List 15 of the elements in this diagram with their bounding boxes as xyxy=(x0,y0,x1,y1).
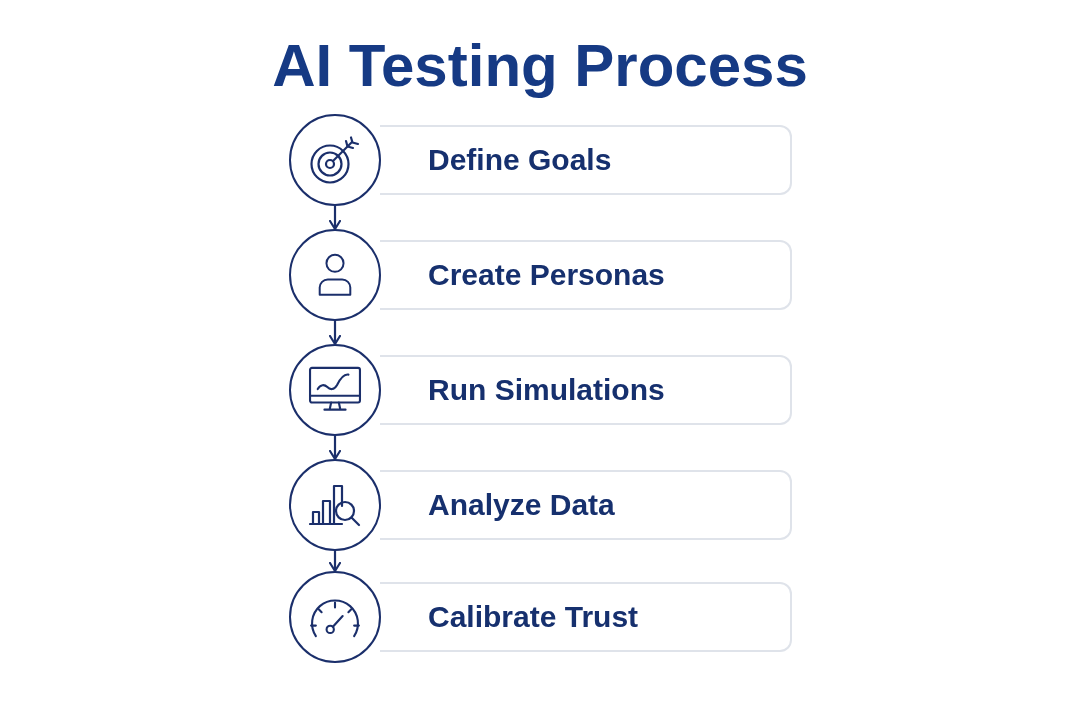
step-card xyxy=(380,470,792,540)
step-label: Define Goals xyxy=(428,142,612,178)
arrow xyxy=(328,436,342,461)
step-card xyxy=(380,240,792,310)
arrow xyxy=(328,551,342,573)
step-label: Run Simulations xyxy=(428,372,665,408)
step-label: Analyze Data xyxy=(428,487,615,523)
title: AI Testing Process xyxy=(272,31,808,101)
step-label: Create Personas xyxy=(428,257,665,293)
step-card xyxy=(380,355,792,425)
arrow xyxy=(328,321,342,346)
arrow xyxy=(328,206,342,231)
step-label: Calibrate Trust xyxy=(428,599,639,635)
step-card xyxy=(380,125,792,195)
step-card xyxy=(380,582,792,652)
